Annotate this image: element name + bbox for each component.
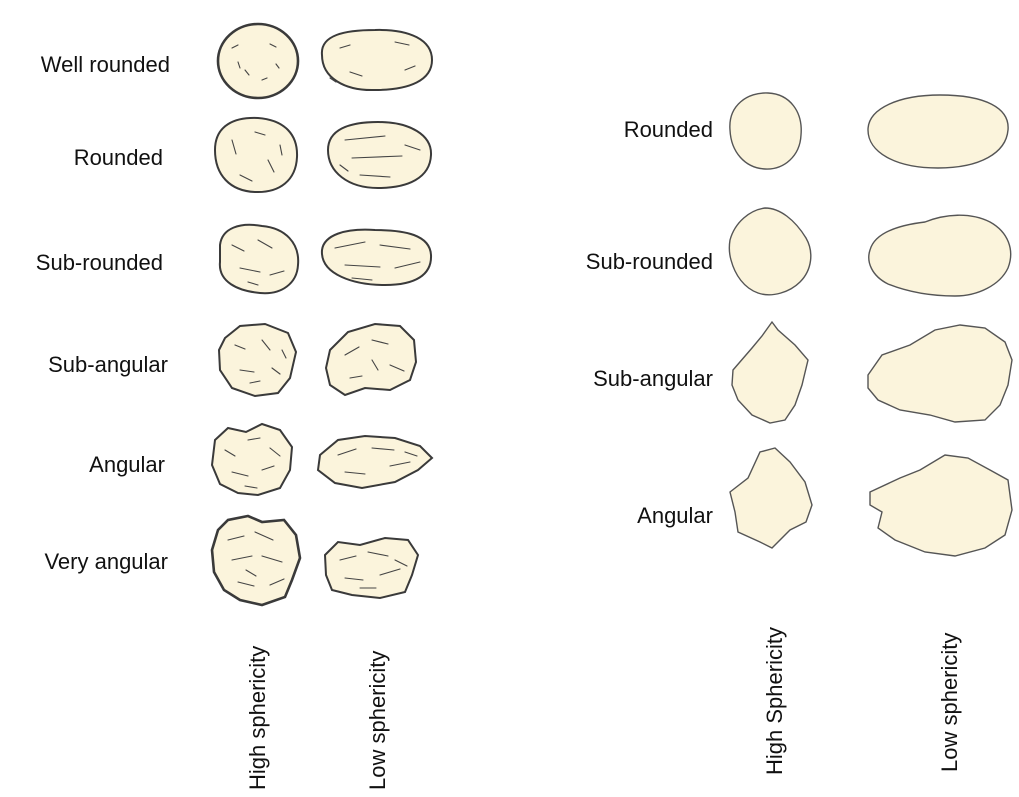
grain-right-rounded-low: [868, 95, 1008, 168]
grain-angular-high: [212, 424, 292, 495]
grain-sub-angular-high: [219, 324, 296, 396]
grain-right-sub-rounded-high: [729, 208, 810, 295]
grain-well-rounded-high: [218, 24, 298, 98]
grain-right-sub-angular-low: [868, 325, 1012, 422]
grain-sub-rounded-low: [322, 230, 431, 285]
grain-very-angular-low: [325, 538, 418, 598]
grain-right-sub-angular-high: [732, 322, 808, 423]
grain-right-rounded-high: [730, 93, 801, 169]
grain-sub-angular-low: [326, 324, 416, 395]
grain-angular-low: [318, 436, 432, 488]
grain-rounded-low: [328, 122, 431, 188]
grain-right-angular-high: [730, 448, 812, 548]
grain-right-angular-low: [870, 455, 1012, 556]
grain-right-sub-rounded-low: [869, 215, 1011, 296]
grain-rounded-high: [215, 118, 297, 192]
grain-well-rounded-low: [322, 30, 432, 90]
grain-very-angular-high: [212, 516, 300, 605]
grain-sub-rounded-high: [220, 225, 298, 293]
